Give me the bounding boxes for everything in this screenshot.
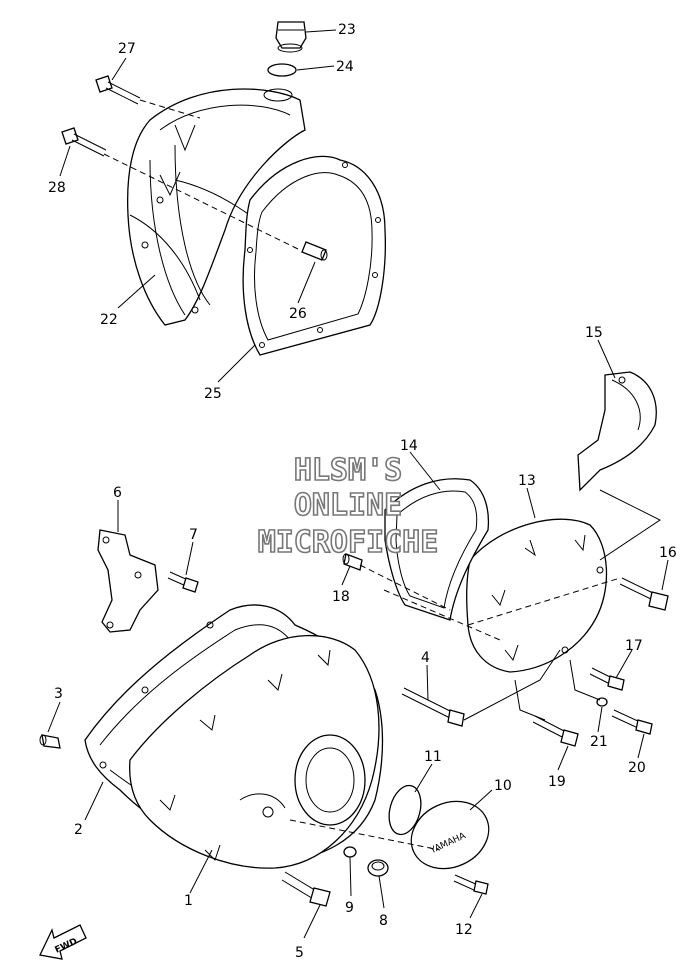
callout-6: 6 xyxy=(113,485,122,501)
part-26-dowel-pin xyxy=(301,241,328,261)
leader-15 xyxy=(597,339,616,379)
leader-1 xyxy=(189,849,213,894)
part-24-o-ring xyxy=(267,63,297,77)
callout-11: 11 xyxy=(424,749,442,765)
callout-23: 23 xyxy=(338,22,356,38)
callout-22: 22 xyxy=(100,312,118,328)
leader-14 xyxy=(409,451,441,491)
leader-9 xyxy=(349,856,352,897)
callout-17: 17 xyxy=(625,638,643,654)
part-13-cover xyxy=(466,518,608,673)
part-7-bolt xyxy=(167,571,199,593)
callout-26: 26 xyxy=(289,306,307,322)
leader-8 xyxy=(378,875,385,909)
callout-2: 2 xyxy=(74,822,83,838)
leader-7 xyxy=(185,541,194,576)
part-18-dowel xyxy=(342,553,363,571)
leader-3 xyxy=(47,701,61,733)
callout-10: 10 xyxy=(494,778,512,794)
callout-9: 9 xyxy=(345,900,354,916)
leader-18 xyxy=(341,565,351,586)
leader-16 xyxy=(661,559,669,591)
part-12-screw xyxy=(453,874,489,895)
leader-24 xyxy=(296,65,335,71)
leader-13 xyxy=(526,487,536,519)
callout-16: 16 xyxy=(659,545,677,561)
part-11-o-ring xyxy=(388,784,422,836)
part-17-bolt xyxy=(589,667,625,691)
leader-11 xyxy=(414,763,433,793)
callout-20: 20 xyxy=(628,760,646,776)
leader-12 xyxy=(469,893,483,919)
leader-20 xyxy=(637,733,645,759)
callout-18: 18 xyxy=(332,589,350,605)
watermark-line2: ONLINE xyxy=(294,488,402,523)
callout-13: 13 xyxy=(518,473,536,489)
part-27-bolt xyxy=(95,75,141,105)
leader-5 xyxy=(303,904,321,939)
callout-14: 14 xyxy=(400,438,418,454)
leader-2 xyxy=(84,781,104,821)
part-20-bolt xyxy=(611,709,653,735)
watermark-line1: HLSM'S xyxy=(294,453,402,488)
callout-3: 3 xyxy=(54,686,63,702)
part-5-bolt xyxy=(281,871,331,907)
watermark: HLSM'S ONLINE MICROFICHE xyxy=(257,452,439,561)
callout-25: 25 xyxy=(204,386,222,402)
callout-12: 12 xyxy=(455,922,473,938)
part-16-bolt xyxy=(619,577,669,611)
leader-27 xyxy=(111,57,127,81)
part-4-bolt xyxy=(401,687,465,727)
callout-1: 1 xyxy=(184,893,193,909)
part-14-gasket xyxy=(384,478,490,621)
callout-24: 24 xyxy=(336,59,354,75)
part-10-emblem-cap: YAMAHA xyxy=(410,800,490,870)
part-1-crankcase-cover xyxy=(129,634,380,869)
part-6-bracket xyxy=(97,529,159,633)
part-15-cover xyxy=(577,371,657,492)
part-23-filler-cap xyxy=(275,21,307,53)
part-19-bolt xyxy=(532,715,579,747)
leader-10 xyxy=(469,789,493,811)
callout-27: 27 xyxy=(118,41,136,57)
leader-26 xyxy=(297,261,316,304)
part-3-plug xyxy=(39,734,61,749)
part-9-washer xyxy=(343,846,357,858)
callout-7: 7 xyxy=(189,527,198,543)
leader-4 xyxy=(426,664,429,701)
leader-17 xyxy=(615,649,633,679)
part-28-bolt xyxy=(61,127,107,157)
callout-28: 28 xyxy=(48,180,66,196)
leader-21 xyxy=(597,706,603,733)
callout-8: 8 xyxy=(379,913,388,929)
callout-4: 4 xyxy=(421,650,430,666)
leader-25 xyxy=(217,344,256,383)
callout-21: 21 xyxy=(590,734,608,750)
leader-22 xyxy=(117,274,156,309)
part-22-housing-cover xyxy=(127,88,306,326)
callout-5: 5 xyxy=(295,945,304,961)
leader-28 xyxy=(59,145,71,177)
callout-19: 19 xyxy=(548,774,566,790)
leader-23 xyxy=(305,29,337,33)
part-8-plug xyxy=(367,859,389,877)
callout-15: 15 xyxy=(585,325,603,341)
leader-19 xyxy=(557,745,569,771)
fwd-arrow-icon: FWD xyxy=(39,924,87,960)
watermark-line3: MICROFICHE xyxy=(258,525,439,560)
